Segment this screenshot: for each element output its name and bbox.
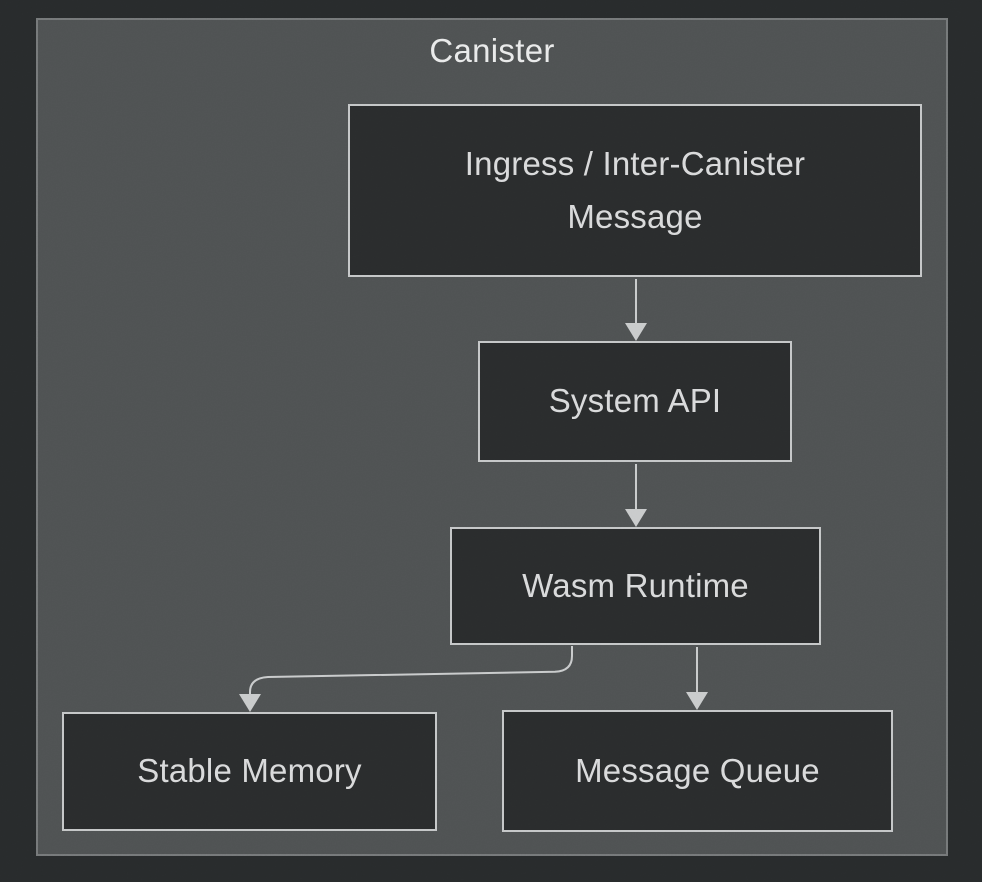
- node-ingress-inter-canister-message: Ingress / Inter-Canister Message: [348, 104, 922, 277]
- node-system-api: System API: [478, 341, 792, 462]
- node-label-ingress: Ingress / Inter-Canister Message: [464, 145, 806, 235]
- node-message-queue: Message Queue: [502, 710, 893, 832]
- canister-title: Canister: [429, 32, 555, 69]
- node-wasm-runtime: Wasm Runtime: [450, 527, 821, 645]
- node-label-wasm-runtime: Wasm Runtime: [522, 566, 749, 604]
- node-label-stable-memory: Stable Memory: [137, 752, 362, 790]
- node-label-message-queue: Message Queue: [575, 751, 820, 789]
- node-label-system-api: System API: [548, 382, 722, 420]
- node-stable-memory: Stable Memory: [62, 712, 437, 831]
